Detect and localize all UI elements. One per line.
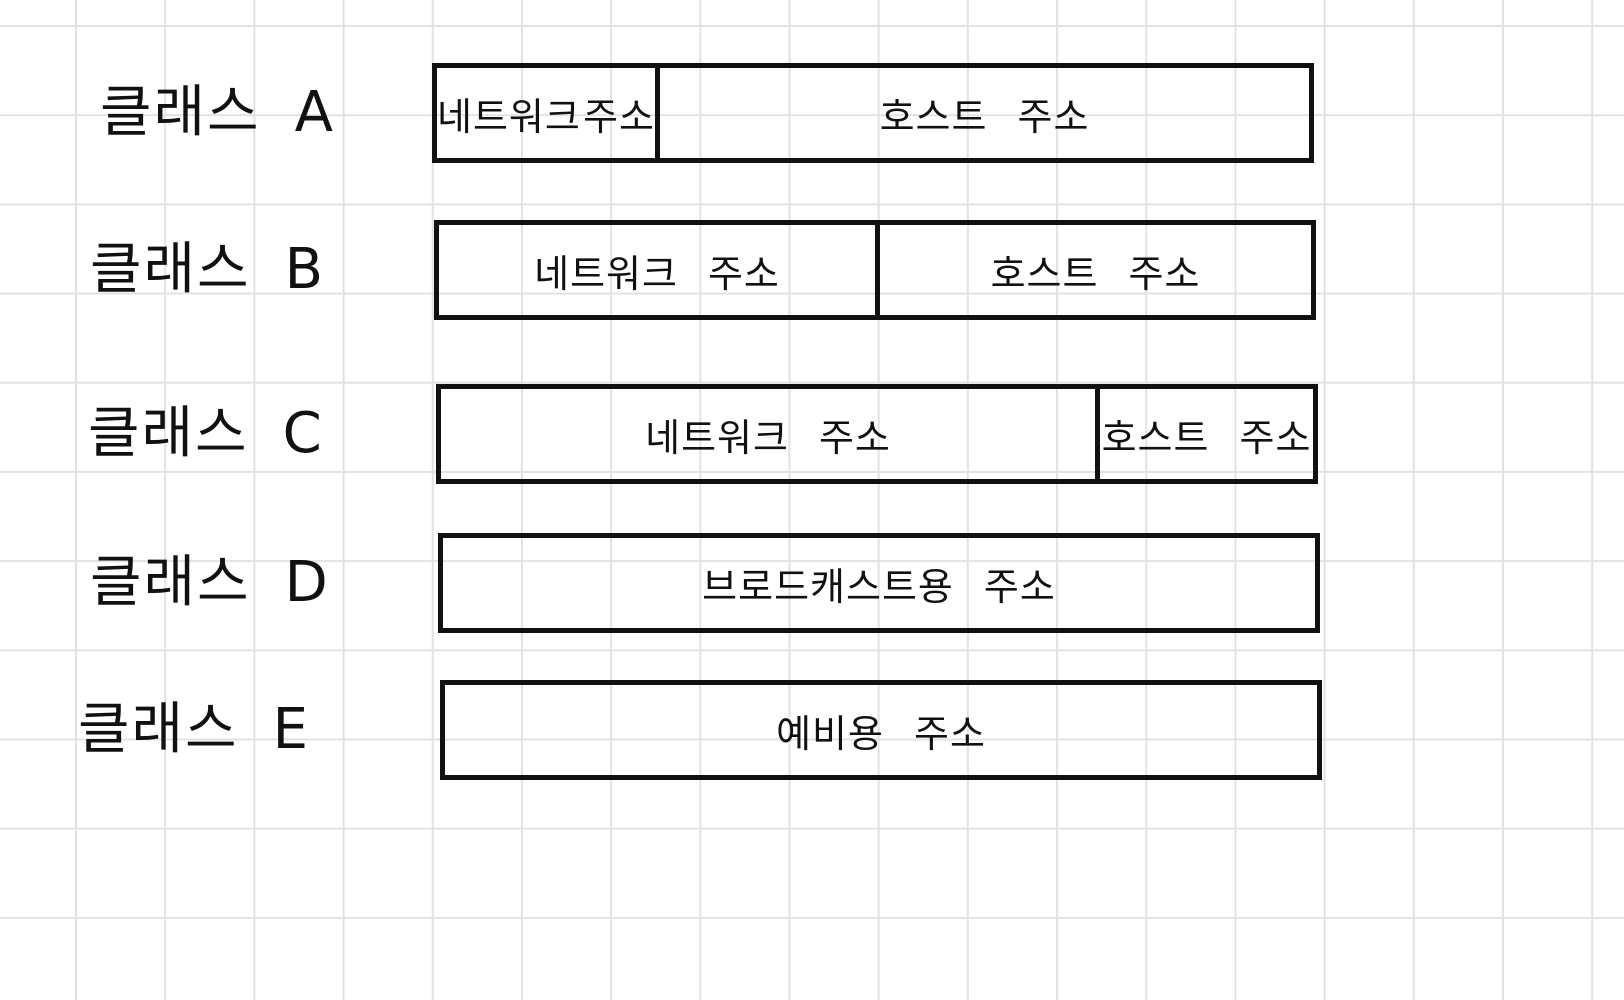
segment-word: 브로드캐스트용 — [702, 564, 954, 609]
segment-word: 예비용 — [776, 711, 884, 756]
class-b-address-bar: 네트워크 주소 호스트 주소 — [434, 220, 1316, 320]
class-d-label: 클래스 D — [90, 543, 330, 623]
segment-word: 호스트 — [1101, 415, 1210, 460]
class-letter: E — [272, 697, 310, 762]
class-e-address-bar: 예비용 주소 — [440, 680, 1322, 780]
segment-suffix: 주소 — [1017, 94, 1090, 139]
class-letter: A — [294, 80, 335, 145]
segment-suffix: 주소 — [983, 564, 1056, 609]
class-word: 클래스 — [90, 550, 251, 615]
class-d-address-bar: 브로드캐스트용 주소 — [438, 533, 1320, 633]
host-address-segment: 호스트 주소 — [1095, 389, 1313, 479]
class-letter: B — [284, 237, 325, 302]
segment-suffix: 주소 — [913, 711, 986, 756]
segment-word: 네트워크 — [437, 94, 581, 139]
segment-suffix: 주소 — [1128, 251, 1201, 296]
class-a-label: 클래스 A — [100, 73, 335, 153]
segment-word: 호스트 — [990, 251, 1099, 296]
segment-word: 네트워크 — [645, 415, 789, 460]
segment-word: 호스트 — [879, 94, 988, 139]
host-address-segment: 호스트 주소 — [655, 68, 1309, 158]
broadcast-address-segment: 브로드캐스트용 주소 — [443, 538, 1315, 628]
segment-word: 네트워크 — [534, 251, 678, 296]
segment-suffix: 주소 — [707, 251, 780, 296]
class-row-e: 클래스 E 예비용 주소 — [0, 680, 1624, 780]
class-c-label: 클래스 C — [88, 394, 324, 474]
network-address-segment: 네트워크 주소 — [441, 389, 1095, 479]
class-row-b: 클래스 B 네트워크 주소 호스트 주소 — [0, 220, 1624, 320]
class-c-address-bar: 네트워크 주소 호스트 주소 — [436, 384, 1318, 484]
class-row-d: 클래스 D 브로드캐스트용 주소 — [0, 533, 1624, 633]
class-word: 클래스 — [78, 697, 239, 762]
network-address-segment: 네트워크 주소 — [439, 225, 875, 315]
class-word: 클래스 — [90, 237, 251, 302]
segment-suffix: 주소 — [1239, 415, 1312, 460]
segment-suffix: 주소 — [583, 94, 655, 139]
class-row-c: 클래스 C 네트워크 주소 호스트 주소 — [0, 384, 1624, 484]
class-letter: D — [284, 550, 330, 615]
segment-suffix: 주소 — [818, 415, 891, 460]
class-b-label: 클래스 B — [90, 230, 325, 310]
class-e-label: 클래스 E — [78, 690, 310, 770]
host-address-segment: 호스트 주소 — [875, 225, 1311, 315]
class-word: 클래스 — [100, 80, 261, 145]
class-letter: C — [282, 401, 324, 466]
class-word: 클래스 — [88, 401, 249, 466]
reserved-address-segment: 예비용 주소 — [445, 685, 1317, 775]
